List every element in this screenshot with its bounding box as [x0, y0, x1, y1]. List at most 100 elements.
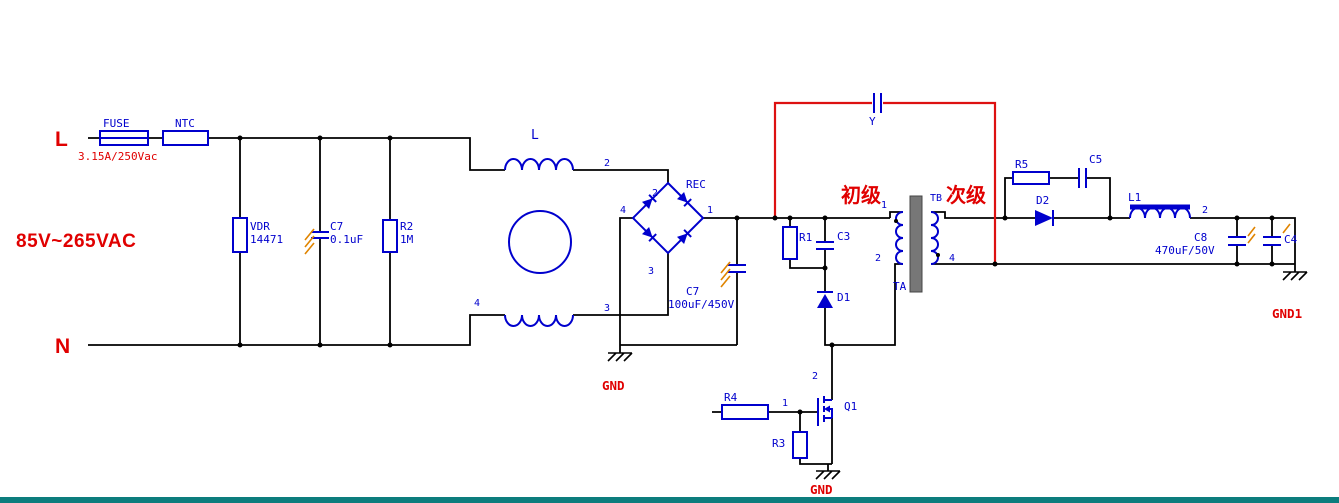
- ntc-symbol: [162, 130, 209, 146]
- transformer-symbol: [894, 195, 940, 293]
- gnd-earth-icon: [607, 352, 633, 362]
- fuse-value-label: 3.15A/250Vac: [78, 150, 157, 163]
- terminal-n-label: N: [55, 335, 70, 358]
- r2-value-label: 1M: [400, 233, 414, 246]
- wires: [88, 137, 1296, 471]
- bulk-value-label: 100uF/450V: [668, 298, 735, 311]
- secondary-section-label: 次级: [946, 183, 986, 207]
- common-mode-choke-symbol: [504, 158, 574, 327]
- bridge-pin1-label: 1: [707, 205, 713, 216]
- q1-ref-label: Q1: [844, 400, 857, 413]
- c4-symbol: [1263, 223, 1291, 246]
- r5-ref-label: R5: [1015, 158, 1028, 171]
- bottom-window-edge: [0, 497, 1339, 503]
- r3-symbol: [792, 431, 808, 459]
- ac-line-bottom-wire: [88, 253, 669, 346]
- mosfet-body-arrow-icon: [824, 405, 830, 413]
- c8-symbol: [1228, 226, 1256, 246]
- q1-pin1-label: 1: [782, 398, 788, 409]
- bridge-rectifier-symbol: [631, 181, 705, 255]
- c8-value-label: 470uF/50V: [1155, 244, 1215, 257]
- c5-symbol: [1078, 168, 1087, 188]
- cx-ref-label: C7: [330, 220, 343, 233]
- cx-value-label: 0.1uF: [330, 233, 363, 246]
- voltage-range-label: 85V~265VAC: [16, 231, 136, 252]
- choke-pin3-label: 3: [604, 303, 610, 314]
- r2-symbol: [382, 219, 398, 253]
- bulk-capacitor-symbol: [720, 261, 746, 288]
- choke-ref-label: L: [531, 128, 539, 143]
- bulk-polarity-hatch: [720, 261, 731, 288]
- r5-symbol: [1012, 171, 1050, 185]
- y-cap-ref-label: Y: [869, 115, 876, 128]
- fuse-ref-label: FUSE: [103, 117, 130, 130]
- ac-shunt-wires: [239, 138, 391, 345]
- r2-ref-label: R2: [400, 220, 413, 233]
- primary-polarity-dot: [894, 219, 898, 223]
- secondary-wires: [931, 177, 1296, 272]
- y-capacitor-icon: [873, 93, 882, 113]
- d1-ref-label: D1: [837, 291, 850, 304]
- bridge-pin3-label: 3: [648, 266, 654, 277]
- ta-ref-label: TA: [893, 280, 907, 293]
- bridge-diode-icon: [642, 227, 657, 242]
- q1-mosfet-symbol: [817, 396, 833, 426]
- r3-ref-label: R3: [772, 437, 785, 450]
- cx-capacitor-symbol: [304, 228, 329, 255]
- gnd1-earth-icon: [1282, 271, 1308, 281]
- secondary-polarity-dot: [936, 253, 940, 257]
- c4-ref-label: C4: [1284, 233, 1298, 246]
- d1-symbol: [817, 291, 833, 308]
- junction-dots: [237, 135, 1275, 415]
- q1-pin2-label: 2: [812, 371, 818, 382]
- d2-symbol: [1035, 210, 1054, 226]
- choke-top-winding-icon: [504, 158, 574, 171]
- transformer-pin4-label: 4: [949, 253, 955, 264]
- gnd-earth-icon: [815, 470, 841, 480]
- ac-line-top-wire: [88, 137, 669, 183]
- r4-ref-label: R4: [724, 391, 738, 404]
- bridge-diode-icon: [677, 229, 692, 244]
- c8-polarity-hatch: [1247, 226, 1256, 244]
- transformer-pin1-label: 1: [881, 200, 887, 211]
- transformer-pin2-label: 2: [875, 253, 881, 264]
- c5-ref-label: C5: [1089, 153, 1102, 166]
- choke-core-icon: [508, 210, 572, 274]
- tb-ref-label: TB: [930, 193, 942, 204]
- c3-symbol: [816, 241, 834, 250]
- gnd-mid-label: GND: [810, 482, 833, 497]
- c4-polarity-hatch: [1282, 223, 1291, 234]
- l1-ref-label: L1: [1128, 191, 1141, 204]
- c3-ref-label: C3: [837, 230, 850, 243]
- bulk-ref-label: C7: [686, 285, 699, 298]
- l1-symbol: [1129, 204, 1191, 219]
- primary-section-label: 初级: [841, 183, 881, 207]
- r4-symbol: [721, 404, 769, 420]
- gnd-left-label: GND: [602, 378, 625, 393]
- bridge-diode-icon: [677, 192, 692, 207]
- vdr-ref-label: VDR: [250, 220, 270, 233]
- c8-ref-label: C8: [1194, 231, 1207, 244]
- choke-pin4-label: 4: [474, 298, 480, 309]
- bridge-pin2-label: 2: [652, 188, 658, 199]
- r1-ref-label: R1: [799, 231, 812, 244]
- vdr-symbol: [232, 217, 248, 253]
- r1-symbol: [782, 226, 798, 260]
- transformer-core-icon: [909, 195, 923, 293]
- bridge-dc-wires: [619, 211, 903, 353]
- gate-source-wires: [712, 411, 833, 471]
- choke-bottom-winding-icon: [504, 314, 574, 327]
- choke-pin2-label: 2: [604, 158, 610, 169]
- fuse-symbol: [99, 130, 149, 146]
- l1-pin2-label: 2: [1202, 205, 1208, 216]
- gnd1-label: GND1: [1272, 306, 1302, 321]
- bridge-diode-icon: [642, 194, 657, 209]
- bridge-pin4-label: 4: [620, 205, 626, 216]
- bridge-ref-label: REC: [686, 178, 706, 191]
- vdr-value-label: 14471: [250, 233, 283, 246]
- d2-ref-label: D2: [1036, 194, 1049, 207]
- clamp-switchnode-wires: [789, 218, 903, 400]
- ntc-ref-label: NTC: [175, 117, 195, 130]
